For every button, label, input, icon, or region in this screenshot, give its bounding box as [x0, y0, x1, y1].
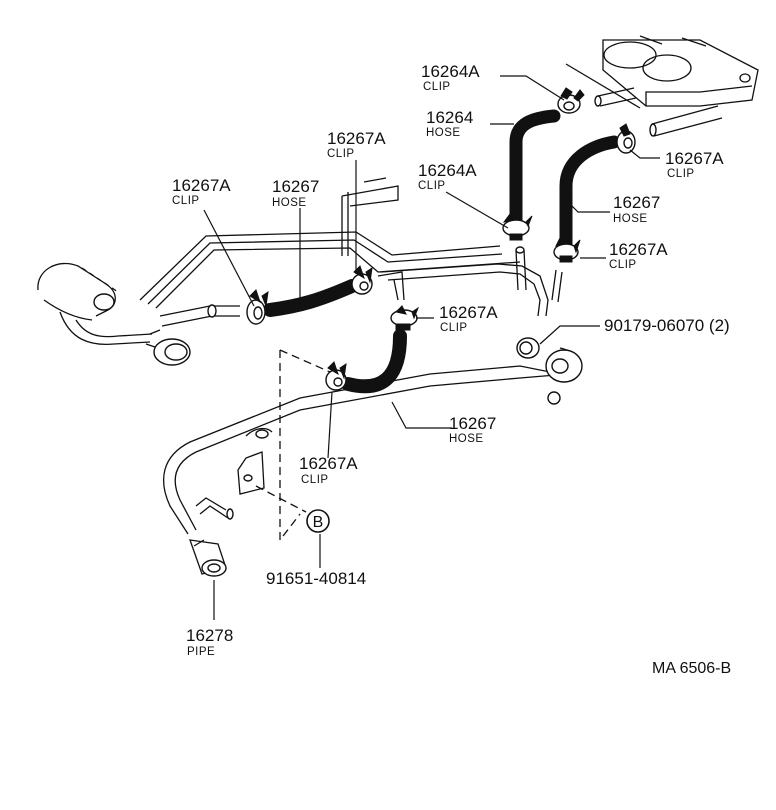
- ref-marker-b: B: [306, 509, 330, 533]
- nut-90179: [516, 337, 540, 359]
- part-name: CLIP: [327, 148, 355, 160]
- part-name: HOSE: [449, 433, 484, 445]
- part-number: 16278: [186, 626, 233, 645]
- callout-c1: 16264A CLIP: [421, 62, 480, 93]
- clip-16267A-mid-right: [553, 237, 581, 263]
- leader-lines: [203, 75, 660, 620]
- part-name: CLIP: [609, 259, 637, 271]
- clip-16264A-mid: [502, 213, 533, 241]
- drawing-code: MA 6506-B: [652, 660, 731, 677]
- part-number: 16267A: [299, 454, 358, 473]
- callout-c3: 16267A CLIP: [327, 129, 386, 160]
- hose-16267-left: [263, 279, 359, 317]
- clip-16267A-upper-right: [616, 123, 636, 154]
- flange-nipples: [594, 87, 723, 137]
- throttle-body-flange: [565, 35, 759, 109]
- part-number: 16264: [426, 108, 473, 127]
- clip-16267A-lower-center: [390, 305, 420, 331]
- part-number: 16267: [613, 193, 660, 212]
- part-name: CLIP: [418, 180, 446, 192]
- clip-16267A-center: [351, 265, 373, 295]
- left-manifold-tube: [37, 262, 240, 366]
- part-name: CLIP: [423, 81, 451, 93]
- hose-16267-lower: [341, 329, 407, 394]
- reference-dashed-lines: [255, 349, 331, 542]
- callout-c13: 16267A CLIP: [299, 454, 358, 486]
- part-name: CLIP: [440, 322, 468, 334]
- part-number: 90179-06070 (2): [604, 316, 730, 335]
- callout-c5: 16264A CLIP: [418, 161, 477, 192]
- clip-16267A-lower-left: [325, 361, 347, 391]
- callout-c6: 16267A CLIP: [172, 176, 231, 207]
- part-name: PIPE: [187, 646, 215, 658]
- callout-c12: 16267 HOSE: [449, 414, 496, 445]
- part-number: 16267A: [665, 149, 724, 168]
- hose-16264: [509, 109, 561, 229]
- callout-c15: 16278 PIPE: [186, 626, 233, 658]
- part-number: 16267: [272, 177, 319, 196]
- ref-marker-label: B: [313, 514, 324, 531]
- callout-c8: 16267 HOSE: [613, 193, 660, 225]
- callout-c11: 90179-06070 (2): [604, 316, 730, 335]
- vacuum-pipes: [139, 177, 563, 317]
- part-number: 16267A: [439, 303, 498, 322]
- part-number: 16267A: [172, 176, 231, 195]
- part-number: 16267: [449, 414, 496, 433]
- part-name: HOSE: [613, 213, 648, 225]
- hose-16267-right: [559, 135, 621, 251]
- part-name: HOSE: [426, 127, 461, 139]
- part-name: CLIP: [172, 195, 200, 207]
- clip-16267A-left: [246, 289, 269, 325]
- part-number: 16267A: [327, 129, 386, 148]
- callout-c7: 16267 HOSE: [272, 177, 319, 209]
- part-number: 16267A: [609, 240, 668, 259]
- clip-16264A-top: [557, 87, 585, 114]
- part-name: CLIP: [667, 168, 695, 180]
- part-number: 16264A: [418, 161, 477, 180]
- callout-c10: 16267A CLIP: [439, 303, 498, 334]
- part-number: 16264A: [421, 62, 480, 81]
- callout-c14: 91651-40814: [266, 569, 366, 588]
- callout-c9: 16267A CLIP: [609, 240, 668, 271]
- pipe-16278: [163, 347, 583, 577]
- part-name: HOSE: [272, 197, 307, 209]
- callout-c4: 16267A CLIP: [665, 149, 724, 180]
- callout-c2: 16264 HOSE: [426, 108, 473, 139]
- part-number: 91651-40814: [266, 569, 366, 588]
- part-name: CLIP: [301, 474, 329, 486]
